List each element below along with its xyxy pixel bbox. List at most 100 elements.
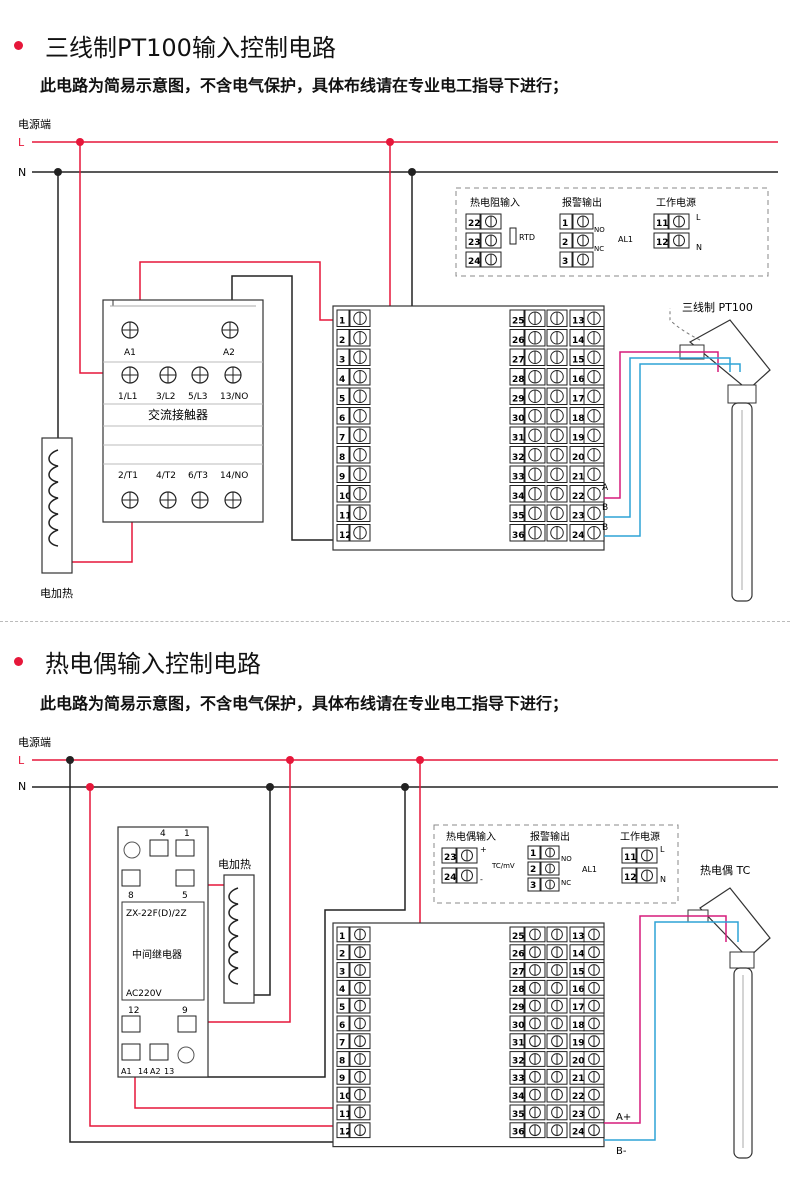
power-n-label: N <box>696 243 702 252</box>
controller-term-13: 13 <box>572 932 585 942</box>
controller-term-31: 31 <box>512 1039 525 1049</box>
controller-term-31: 31 <box>512 434 525 444</box>
power-l-label: L <box>696 213 701 222</box>
relay-term-9: 9 <box>182 1006 188 1016</box>
controller-term-9: 9 <box>339 473 345 483</box>
section1-title: 三线制PT100输入控制电路 <box>14 28 336 63</box>
relay-term-1: 1 <box>184 829 190 839</box>
controller-term-5: 5 <box>339 395 345 405</box>
power-source-label: 电源端 <box>18 735 51 749</box>
controller-term-6: 6 <box>339 1021 345 1031</box>
controller-term-21: 21 <box>572 473 585 483</box>
tc-input-title: 热电偶输入 <box>446 830 496 843</box>
alarm-term-2: 2 <box>530 865 536 875</box>
controller-term-32: 32 <box>512 1056 525 1066</box>
controller-term-29: 29 <box>512 1003 525 1013</box>
alarm-no-label: NO <box>561 855 572 863</box>
controller-term-25: 25 <box>512 932 525 942</box>
rtd-term-24: 24 <box>468 257 481 267</box>
power-source-label: 电源端 <box>18 117 51 131</box>
bullet-icon <box>14 657 23 666</box>
controller-term-33: 33 <box>512 473 525 483</box>
wire-label-a: A <box>602 483 609 493</box>
controller-term-16: 16 <box>572 985 585 995</box>
line-n-label: N <box>18 166 26 179</box>
controller-term-27: 27 <box>512 967 525 977</box>
controller-term-21: 21 <box>572 1074 585 1084</box>
contactor-term-6: 6/T3 <box>188 471 208 481</box>
controller-term-1: 1 <box>339 317 345 327</box>
controller-term-5: 5 <box>339 1003 345 1013</box>
wire-label-b1: B <box>602 503 608 513</box>
controller-term-11: 11 <box>339 1110 352 1120</box>
controller-term-24: 24 <box>572 1128 585 1138</box>
controller-term-24: 24 <box>572 531 585 541</box>
contactor-name: 交流接触器 <box>148 407 208 422</box>
controller-term-6: 6 <box>339 414 345 424</box>
controller-term-13: 13 <box>572 317 585 327</box>
line-n-label: N <box>18 780 26 793</box>
controller-term-25: 25 <box>512 317 525 327</box>
controller-term-36: 36 <box>512 1128 525 1138</box>
controller-term-4: 4 <box>339 375 345 385</box>
contactor-term-2: 2/T1 <box>118 471 138 481</box>
controller-term-22: 22 <box>572 492 585 502</box>
controller-term-17: 17 <box>572 395 585 405</box>
controller-term-35: 35 <box>512 512 525 522</box>
wire-label-a-plus: A+ <box>616 1112 631 1123</box>
rtd-label: RTD <box>519 233 535 242</box>
alarm-term-3: 3 <box>530 881 536 891</box>
power-n-label: N <box>660 875 666 884</box>
relay-term-13: 13 <box>164 1067 174 1076</box>
heater-label: 电加热 <box>218 858 251 871</box>
controller-term-34: 34 <box>512 492 525 502</box>
controller-term-23: 23 <box>572 512 585 522</box>
wire-label-b-minus: B- <box>616 1146 627 1157</box>
controller-term-27: 27 <box>512 356 525 366</box>
contactor-a1: A1 <box>124 348 136 358</box>
section2-title: 热电偶输入控制电路 <box>14 644 261 679</box>
line-l-label: L <box>18 754 25 767</box>
relay-term-5: 5 <box>182 891 188 901</box>
alarm-term-1: 1 <box>530 849 536 859</box>
controller-term-9: 9 <box>339 1074 345 1084</box>
tc-plus-label: + <box>480 845 487 854</box>
heater: 电加热 <box>40 437 73 600</box>
controller-term-23: 23 <box>572 1110 585 1120</box>
relay-term-a2: A2 <box>150 1067 161 1076</box>
relay-term-8: 8 <box>128 891 134 901</box>
controller-term-19: 19 <box>572 434 585 444</box>
section2-title-text: 热电偶输入控制电路 <box>45 650 261 678</box>
controller-term-14: 14 <box>572 336 585 346</box>
alarm-no-label: NO <box>594 226 605 234</box>
contactor-term-3: 3/L2 <box>156 392 176 402</box>
line-l-label: L <box>18 136 25 149</box>
ac-contactor: A1 A2 1/L1 3/L2 5/L3 13/NO 交流接触器 2/T1 4/… <box>102 299 264 523</box>
controller-term-26: 26 <box>512 336 525 346</box>
controller-term-15: 15 <box>572 356 585 366</box>
controller-term-8: 8 <box>339 1056 345 1066</box>
controller-term-30: 30 <box>512 414 525 424</box>
legend-box: 热电偶输入 报警输出 工作电源 2324+-TC/mV123NONCAL1111… <box>433 824 679 904</box>
controller-term-18: 18 <box>572 414 585 424</box>
legend-box: 热电阻输入 报警输出 工作电源 222324RTD123NONCAL11112L… <box>455 187 769 277</box>
pt100-sensor: 三线制 PT100 <box>669 300 771 602</box>
alarm-term-3: 3 <box>562 257 568 267</box>
contactor-term-1: 1/L1 <box>118 392 138 402</box>
controller-term-4: 4 <box>339 985 345 995</box>
rtd-term-23: 23 <box>468 238 481 248</box>
alarm-term-1: 1 <box>562 219 568 229</box>
rtd-input-title: 热电阻输入 <box>470 196 520 209</box>
contactor-term-5: 5/L3 <box>188 392 208 402</box>
power-term-12: 12 <box>624 873 637 883</box>
rtd-term-22: 22 <box>468 219 481 229</box>
pt100-wiring-diagram: 电源端 L N A1 A 2 <box>18 117 778 602</box>
power-term-12: 12 <box>656 238 669 248</box>
sensor-label: 热电偶 TC <box>700 864 751 877</box>
controller-term-33: 33 <box>512 1074 525 1084</box>
controller-term-14: 14 <box>572 950 585 960</box>
thermocouple-sensor: 热电偶 TC <box>687 864 771 1159</box>
controller-term-2: 2 <box>339 336 345 346</box>
controller-term-10: 10 <box>339 1092 352 1102</box>
wire-label-b2: B <box>602 523 608 533</box>
